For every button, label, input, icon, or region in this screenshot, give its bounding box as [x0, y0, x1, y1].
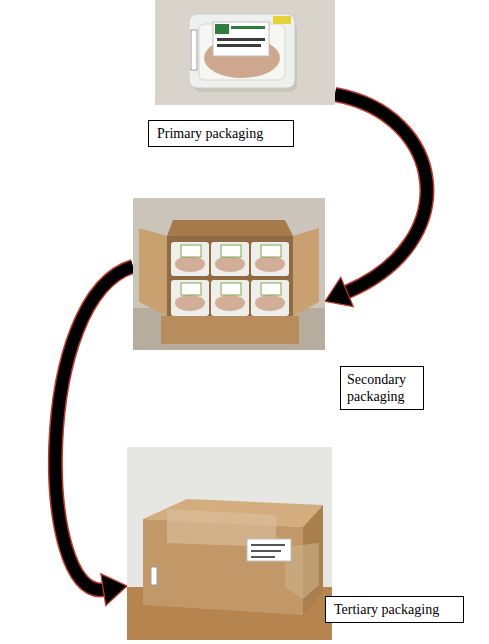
- package-label: [221, 283, 241, 295]
- arrowheads: [101, 574, 127, 606]
- brand-mark: [215, 24, 229, 34]
- photo-background: [155, 0, 335, 105]
- curved-arrow: [55, 266, 133, 605]
- label-line: [217, 38, 265, 41]
- price-sticker: [273, 16, 291, 24]
- box-inside: [167, 236, 293, 322]
- tertiary-package-photo: [127, 447, 332, 640]
- right-flap: [293, 228, 319, 316]
- photo-background: [133, 198, 325, 350]
- package-film: [189, 14, 295, 88]
- package: [211, 242, 249, 276]
- package: [171, 280, 209, 316]
- back-flap: [167, 220, 293, 236]
- meat: [175, 256, 205, 272]
- tertiary-package-node: Tertiary packaging: [127, 447, 332, 640]
- package: [211, 280, 249, 316]
- arrow-outline: [55, 266, 133, 590]
- packaging-label: Primary packaging: [148, 120, 294, 147]
- left-flap: [139, 228, 167, 316]
- arrow-body: [55, 266, 133, 590]
- label-line: [251, 550, 281, 552]
- curved-arrow: [325, 95, 427, 307]
- package-label: [181, 283, 201, 295]
- packaging-label: Secondary packaging: [340, 366, 424, 410]
- label-line: [231, 26, 265, 29]
- meat: [255, 295, 285, 311]
- arrowhead: [325, 277, 353, 306]
- package: [171, 242, 209, 276]
- box-front: [161, 316, 299, 344]
- package-label: [221, 245, 241, 257]
- primary-package-photo: [155, 0, 335, 105]
- package: [251, 280, 289, 316]
- secondary-package-photo: [133, 198, 325, 350]
- packages: [171, 242, 289, 316]
- package-label: [261, 245, 281, 257]
- nutrition-panel: [191, 30, 197, 70]
- arrowheads: [325, 277, 353, 306]
- package: [251, 242, 289, 276]
- arrowhead: [101, 574, 127, 606]
- arrow-outline: [335, 95, 427, 292]
- package-label: [213, 22, 269, 56]
- shipping-label: [247, 539, 291, 561]
- label-line: [251, 556, 275, 558]
- label-line: [217, 44, 261, 47]
- package-label: [181, 245, 201, 257]
- photo-background: [127, 447, 332, 640]
- secondary-package-node: Secondary packaging: [133, 198, 325, 350]
- meat: [175, 295, 205, 311]
- primary-package-node: Primary packaging: [155, 0, 335, 105]
- arrow-body: [335, 95, 427, 292]
- package-label: [261, 283, 281, 295]
- meat: [255, 256, 285, 272]
- barcode-sticker: [151, 567, 157, 585]
- label-line: [251, 544, 285, 546]
- packaging-label: Tertiary packaging: [325, 596, 464, 623]
- meat: [215, 256, 245, 272]
- meat: [215, 295, 245, 311]
